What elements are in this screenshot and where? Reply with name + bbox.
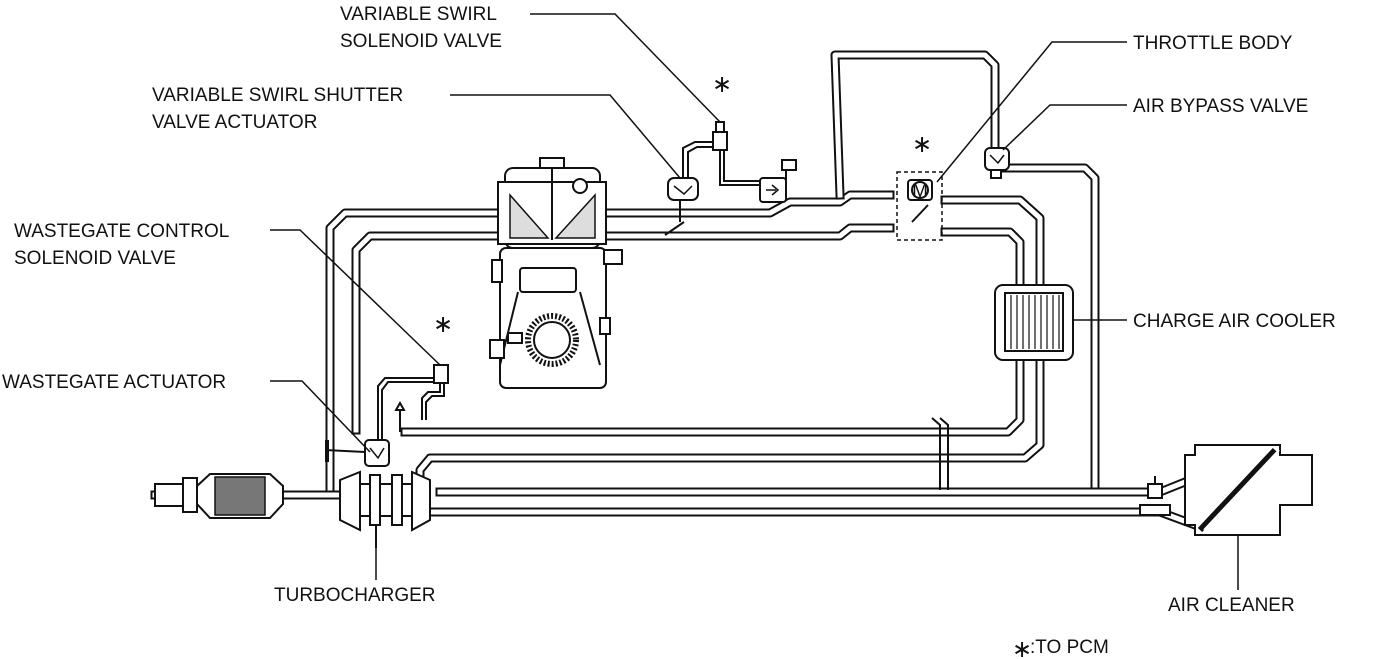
label-throttle-body: THROTTLE BODY [1133,33,1293,54]
asterisk-throttle-body: ∗ [912,130,932,158]
label-air-cleaner: AIR CLEANER [1168,595,1295,616]
label-wastegate-control-solenoid-valve-1: WASTEGATE CONTROL [14,221,229,242]
legend-asterisk: ∗ [1012,635,1032,659]
label-turbocharger: TURBOCHARGER [274,585,436,606]
label-variable-swirl-solenoid-valve-1: VARIABLE SWIRL [340,4,497,25]
asterisk-swirl-solenoid: ∗ [712,70,732,98]
swirl-shutter-actuator [667,177,699,201]
label-variable-swirl-shutter-valve-actuator-2: VALVE ACTUATOR [152,112,317,133]
wastegate-control-solenoid [377,364,449,440]
label-variable-swirl-solenoid-valve-2: SOLENOID VALVE [340,31,502,52]
label-wastegate-actuator: WASTEGATE ACTUATOR [2,372,226,393]
catalytic-converter [154,473,284,519]
wastegate-actuator [324,400,406,467]
legend: ∗ :TO PCM [1012,635,1109,659]
asterisk-wastegate-solenoid: ∗ [433,310,453,338]
throttle-motor-symbol: M [912,181,928,202]
throttle-body: M [896,171,943,241]
air-bypass-valve [984,147,1010,179]
legend-to-pcm: :TO PCM [1030,637,1109,658]
leader-lines [270,13,1239,590]
turbocharger [339,470,431,548]
swirl-shutter-lever [664,221,685,236]
air-cleaner [1139,444,1313,536]
label-wastegate-control-solenoid-valve-2: SOLENOID VALVE [14,248,176,269]
swirl-solenoid-valve [682,121,797,203]
label-charge-air-cooler: CHARGE AIR COOLER [1133,311,1336,332]
engine [489,157,623,389]
label-variable-swirl-shutter-valve-actuator-1: VARIABLE SWIRL SHUTTER [152,85,403,106]
label-air-bypass-valve: AIR BYPASS VALVE [1133,96,1308,117]
charge-air-cooler [994,284,1074,361]
